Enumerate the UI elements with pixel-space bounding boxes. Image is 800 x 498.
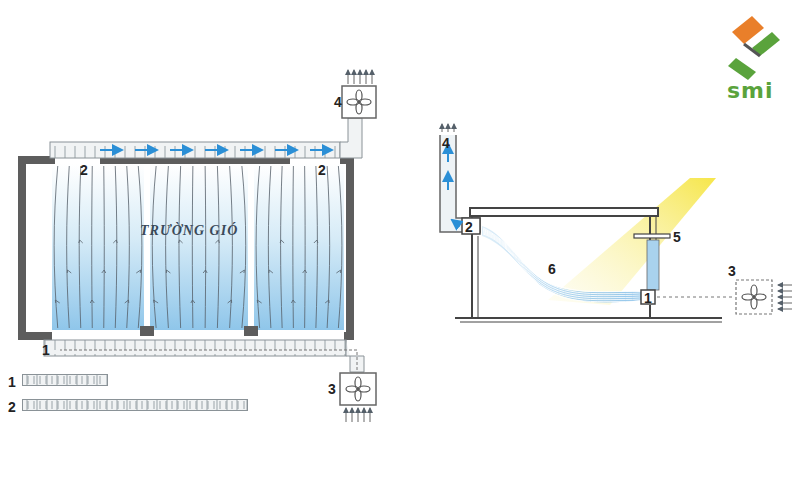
legend-item: 1 (8, 373, 16, 391)
callout-number: 4 (442, 136, 450, 150)
callout-number: 3 (328, 382, 336, 396)
duct-sample (22, 398, 248, 412)
callout-number: 4 (334, 95, 342, 109)
legend-text: 1 (8, 375, 16, 389)
callout-number: 2 (80, 163, 88, 177)
duct-sample (22, 373, 108, 387)
callout-number: 1 (42, 343, 50, 357)
callout-number: 1 (644, 291, 652, 305)
callout-number: 6 (548, 262, 556, 276)
callout-number: 2 (318, 163, 326, 177)
callout-number: 2 (465, 220, 473, 234)
callout-number: 3 (728, 264, 736, 278)
callout-number: 5 (673, 230, 681, 244)
legend-item: 2 (8, 398, 16, 416)
region-label: TRƯỜNG GIÓ (140, 224, 238, 238)
legend-text: 2 (8, 400, 16, 414)
watermark: smi (727, 80, 774, 102)
